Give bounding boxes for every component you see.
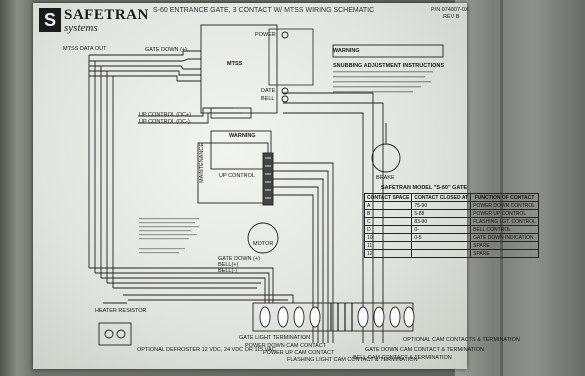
contact-table: CONTACT SPACE CONTACT CLOSED AT FUNCTION… (363, 193, 539, 258)
gate-down-cam-label: GATE DOWN CAM CONTACT & TERMINATION (365, 347, 484, 353)
brand-name: SAFETRAN (64, 7, 149, 23)
optional-cam-label: OPTIONAL CAM CONTACTS & TERMINATION (403, 337, 520, 343)
cell: 12 (363, 249, 413, 258)
mtss-label: MTSS (227, 61, 243, 67)
up-control-1-label: UP CONTROL (DC+) (139, 112, 192, 118)
cell: 11 (363, 241, 413, 250)
cell: B (363, 209, 413, 218)
revision: REV B (443, 14, 460, 20)
cell: D (363, 225, 413, 234)
maintenance-label: MAINTENANCE (199, 142, 205, 183)
warning-box-title: WARNING (333, 48, 360, 54)
cell: A (363, 201, 413, 210)
power-up-cam-label: POWER UP CAM CONTACT (263, 350, 335, 356)
brand-subname: systems (64, 22, 98, 34)
bell-cam-label: BELL CAM CONTACT & TERMINATION (353, 355, 452, 361)
table-row: 12 SPARE (363, 249, 539, 258)
heater-label: HEATER RESISTOR (95, 308, 147, 314)
power-down-cam-label: POWER DOWN CAM CONTACT (245, 343, 327, 349)
cell: 75-90 (411, 201, 472, 210)
table-row: 11 SPARE (363, 241, 539, 250)
cell: FLASHING LGT. CONTROL (470, 217, 539, 226)
wiring-diagram-plate: S SAFETRAN systems S-60 ENTRANCE GATE, 3… (33, 3, 539, 369)
cell: 5-88 (411, 209, 472, 218)
cell: SPARE (470, 249, 539, 258)
cell: 0- (411, 225, 472, 234)
bell-neg-label: BELL(-) (218, 268, 237, 274)
cell (411, 249, 472, 258)
cell: SPARE (470, 241, 539, 250)
cell: POWER DOWN CONTROL (470, 201, 539, 210)
wiring-schematic (88, 24, 444, 346)
flashing-light-label: FLASHING LIGHT CAM CONTACT & TERMINATION (287, 357, 418, 363)
cell: 83-90 (411, 217, 472, 226)
cell: GATE DOWN INDICATION (470, 233, 539, 242)
cell: BELL CONTROL (470, 225, 539, 234)
cell: C (363, 217, 413, 226)
date-label: DATE (261, 88, 276, 94)
header-function: FUNCTION OF CONTACT (470, 193, 539, 202)
cell: 10 (363, 233, 413, 242)
up-control-2-label: UP CONTROL (DC-) (139, 119, 190, 125)
power-label: POWER (255, 32, 276, 38)
up-control-label: UP CONTROL (219, 173, 255, 179)
table-header-row: CONTACT SPACE CONTACT CLOSED AT FUNCTION… (363, 193, 539, 202)
header-contact-closed: CONTACT CLOSED AT (411, 193, 472, 202)
gate-down-label: GATE DOWN (+) (145, 47, 187, 53)
brake-label: BRAKE (376, 175, 395, 181)
cell: 0-5 (411, 233, 472, 242)
cell: POWER UP CONTROL (470, 209, 539, 218)
metal-cabinet-door (455, 0, 585, 376)
mtss-data-out-label: MTSS DATA OUT (63, 46, 107, 52)
cell (411, 241, 472, 250)
contact-table-title: SAFETRAN MODEL "S-60" GATE (381, 185, 467, 191)
defroster-label: OPTIONAL DEFROSTER 12 VDC, 24 VDC OR 115… (137, 347, 276, 353)
diagram-title: S-60 ENTRANCE GATE, 3 CONTACT W/ MTSS WI… (153, 7, 375, 14)
gate-light-label: GATE LIGHT TERMINATION (239, 335, 311, 341)
safetran-logo-icon: S (39, 8, 61, 32)
bell-pos-label: BELL(+) (218, 262, 239, 268)
warning-title: WARNING (229, 133, 256, 139)
motor-label: MOTOR (253, 241, 274, 247)
snubbing-title: SNUBBING ADJUSTMENT INSTRUCTIONS (333, 63, 445, 69)
bell-label: BELL (261, 96, 275, 102)
part-number: P/N 074007-0X (431, 7, 469, 13)
gate-down-pos-label: GATE DOWN (+) (218, 256, 260, 262)
header-contact-space: CONTACT SPACE (363, 193, 413, 202)
cabinet-seam (500, 0, 503, 376)
